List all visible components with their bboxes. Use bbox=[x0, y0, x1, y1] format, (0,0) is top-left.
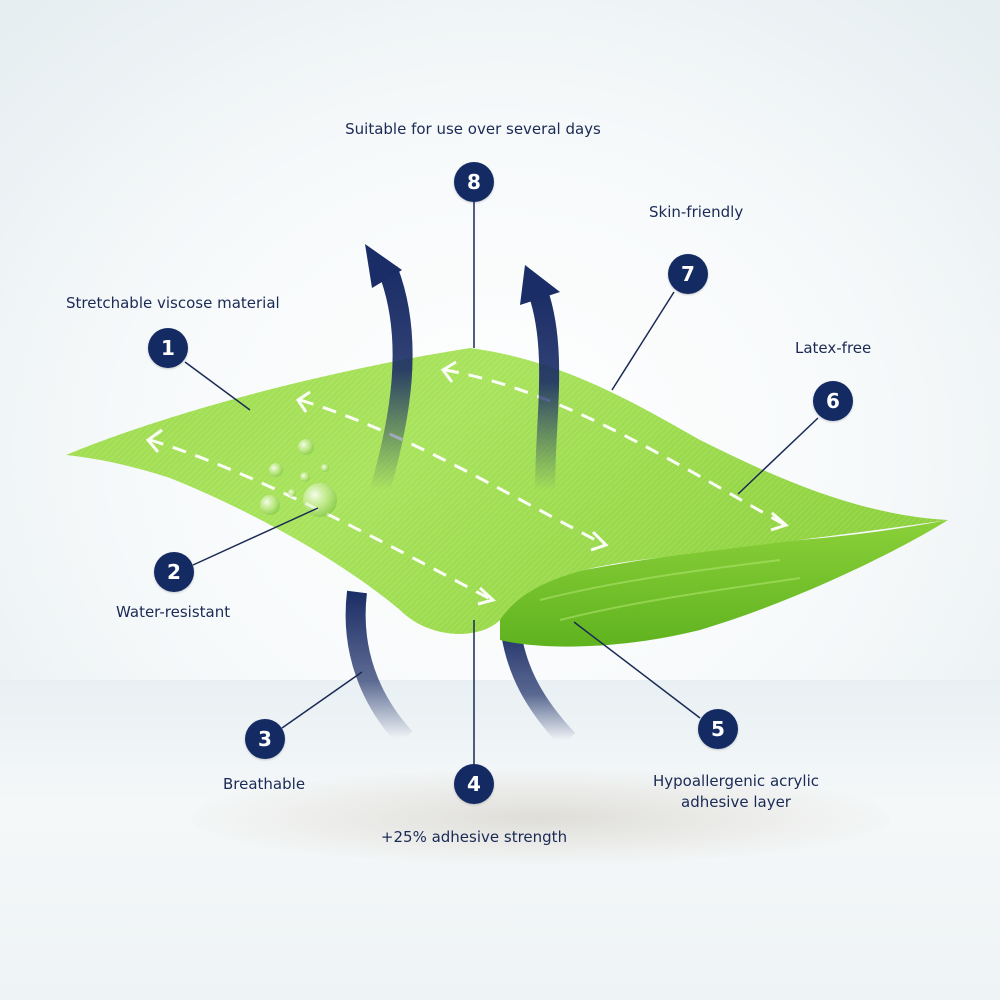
feature-6-badge: 6 bbox=[813, 381, 853, 421]
feature-4-label: +25% adhesive strength bbox=[380, 828, 568, 846]
feature-3-label: Breathable bbox=[223, 775, 306, 793]
feature-8-badge: 8 bbox=[454, 162, 494, 202]
feature-5-badge: 5 bbox=[698, 709, 738, 749]
feature-1-label: Stretchable viscose material bbox=[66, 294, 280, 312]
feature-2-label: Water-resistant bbox=[116, 603, 231, 621]
feature-1-badge: 1 bbox=[148, 328, 188, 368]
leader-lines bbox=[184, 202, 819, 766]
airflow-arrows-upper bbox=[365, 244, 560, 493]
feature-3-badge: 3 bbox=[245, 719, 285, 759]
feature-4-badge: 4 bbox=[454, 764, 494, 804]
material-shadow bbox=[190, 770, 890, 865]
feature-2-badge: 2 bbox=[154, 552, 194, 592]
feature-5-label: Hypoallergenic acrylic adhesive layer bbox=[652, 772, 820, 811]
feature-7-badge: 7 bbox=[668, 254, 708, 294]
feature-7-label: Skin-friendly bbox=[649, 203, 744, 221]
water-droplets bbox=[260, 439, 337, 517]
adhesive-underside bbox=[500, 520, 948, 647]
feature-8-label: Suitable for use over several days bbox=[345, 120, 601, 138]
feature-6-label: Latex-free bbox=[795, 339, 872, 357]
